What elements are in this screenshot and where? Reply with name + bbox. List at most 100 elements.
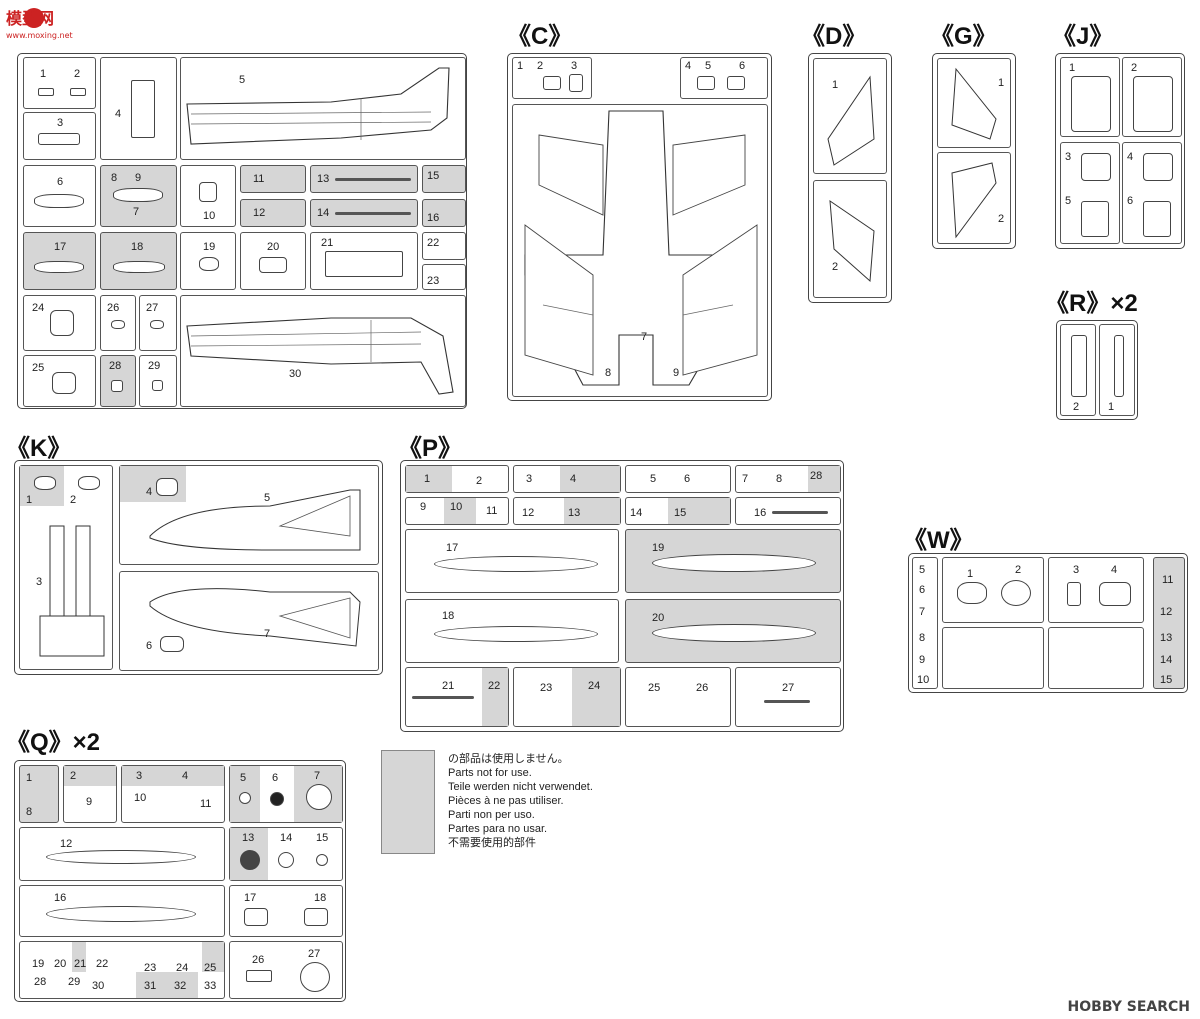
part-label: 19 [652, 542, 665, 554]
part-label: 8 [26, 806, 33, 818]
cell-q-5-7: 5 6 7 [229, 765, 343, 823]
part-label: 3 [1073, 564, 1080, 576]
part-label: 4 [570, 473, 577, 485]
sprue-q: 1 8 2 9 3 4 10 11 5 6 7 12 13 14 15 16 [14, 760, 346, 1002]
sprue-p: 1 2 3 4 5 6 7 8 28 9 10 11 12 13 14 15 1… [400, 460, 844, 732]
sprue-w: 5 6 7 8 9 10 1 2 3 4 11 12 13 14 15 [908, 553, 1188, 693]
part-a10 [199, 182, 217, 202]
cell-k-6-7: 7 6 [119, 571, 379, 671]
cell-a-10: 10 [180, 165, 236, 227]
part-label: 6 [739, 60, 746, 72]
part-label: 7 [133, 206, 140, 218]
cell-a-6: 6 [23, 165, 96, 227]
part-label: 20 [54, 958, 67, 970]
grey-area-q25 [202, 942, 224, 972]
part-label: 18 [442, 610, 455, 622]
grey-area-p28 [808, 466, 840, 492]
part-q13 [240, 850, 260, 870]
part-label: 3 [36, 576, 43, 588]
part-label: 9 [673, 367, 680, 379]
logo-text: 模型网 [6, 9, 54, 28]
cell-j-1: 1 [1060, 57, 1120, 137]
part-label: 15 [1160, 674, 1173, 686]
cell-p-19: 19 [625, 529, 841, 593]
part-k3 [39, 525, 105, 657]
part-a14 [335, 212, 411, 215]
part-label: 22 [488, 680, 501, 692]
grey-area-p22 [482, 668, 508, 726]
part-q26 [246, 970, 272, 982]
part-label: 25 [204, 962, 217, 974]
part-label: 24 [176, 962, 189, 974]
part-label: 11 [253, 173, 265, 185]
part-k5 [149, 489, 361, 551]
part-label: 11 [1162, 574, 1174, 586]
cell-k-4-5: 4 5 [119, 465, 379, 565]
cell-p-7-8-28: 7 8 28 [735, 465, 841, 493]
group-title-r: 《R》×2 [1045, 290, 1138, 317]
part-label: 32 [174, 980, 187, 992]
part-a18 [113, 261, 165, 273]
wing-lower-panel [524, 110, 758, 386]
part-label: 23 [540, 682, 553, 694]
part-w4 [1099, 582, 1131, 606]
cell-q-3-4-10-11: 3 4 10 11 [121, 765, 225, 823]
legend-line-de: Teile werden nicht verwendet. [448, 781, 593, 793]
part-label: 2 [998, 213, 1005, 225]
part-p20 [652, 624, 816, 642]
part-q27 [300, 962, 330, 992]
part-label: 6 [684, 473, 691, 485]
part-q6 [270, 792, 284, 806]
part-label: 28 [810, 470, 823, 482]
part-a25 [52, 372, 76, 394]
logo-graphic: 模型网 www.moxing.net [6, 8, 73, 40]
part-label: 30 [289, 368, 302, 380]
part-c6 [727, 76, 745, 90]
part-label: 26 [107, 302, 120, 314]
cell-q-1-8: 1 8 [19, 765, 59, 823]
part-label: 2 [70, 770, 77, 782]
part-j2 [1133, 76, 1173, 132]
part-label: 2 [1131, 62, 1138, 74]
part-w3 [1067, 582, 1081, 606]
part-label: 24 [588, 680, 601, 692]
part-label: 1 [1108, 401, 1115, 413]
part-label: 28 [34, 976, 47, 988]
part-p16 [772, 511, 828, 514]
sprue-j: 1 2 3 5 4 6 [1055, 53, 1185, 249]
part-j1 [1071, 76, 1111, 132]
part-label: 13 [1160, 632, 1173, 644]
part-q5 [239, 792, 251, 804]
part-label: 9 [420, 501, 427, 513]
cell-a-30: 30 [180, 295, 466, 407]
part-label: 16 [427, 212, 440, 224]
cell-a-11: 11 [240, 165, 306, 193]
part-r1 [1114, 335, 1124, 397]
grey-area-p24 [572, 668, 620, 726]
cell-q-26-27: 26 27 [229, 941, 343, 999]
part-label: 23 [144, 962, 157, 974]
cell-p-25-26: 25 26 [625, 667, 731, 727]
part-label: 16 [754, 507, 767, 519]
part-k6 [160, 636, 184, 652]
part-label: 1 [26, 772, 33, 784]
cell-a-16: 16 [422, 199, 466, 227]
part-label: 31 [144, 980, 157, 992]
logo-url: www.moxing.net [6, 31, 73, 40]
part-label: 23 [427, 275, 440, 287]
part-a29 [152, 380, 163, 391]
cell-r-2: 2 [1060, 324, 1096, 416]
part-label: 4 [182, 770, 189, 782]
cell-q-12: 12 [19, 827, 225, 881]
part-label: 27 [782, 682, 795, 694]
part-a28 [111, 380, 123, 392]
grey-area-p1 [406, 466, 452, 492]
part-c2 [543, 76, 561, 90]
part-a19 [199, 257, 219, 271]
part-label: 11 [486, 505, 498, 517]
part-label: 4 [146, 486, 153, 498]
cell-p-21-22: 21 22 [405, 667, 509, 727]
cell-p-9-11: 9 10 11 [405, 497, 509, 525]
cell-g-2: 2 [937, 152, 1011, 244]
fuselage-half-lower [186, 317, 454, 395]
